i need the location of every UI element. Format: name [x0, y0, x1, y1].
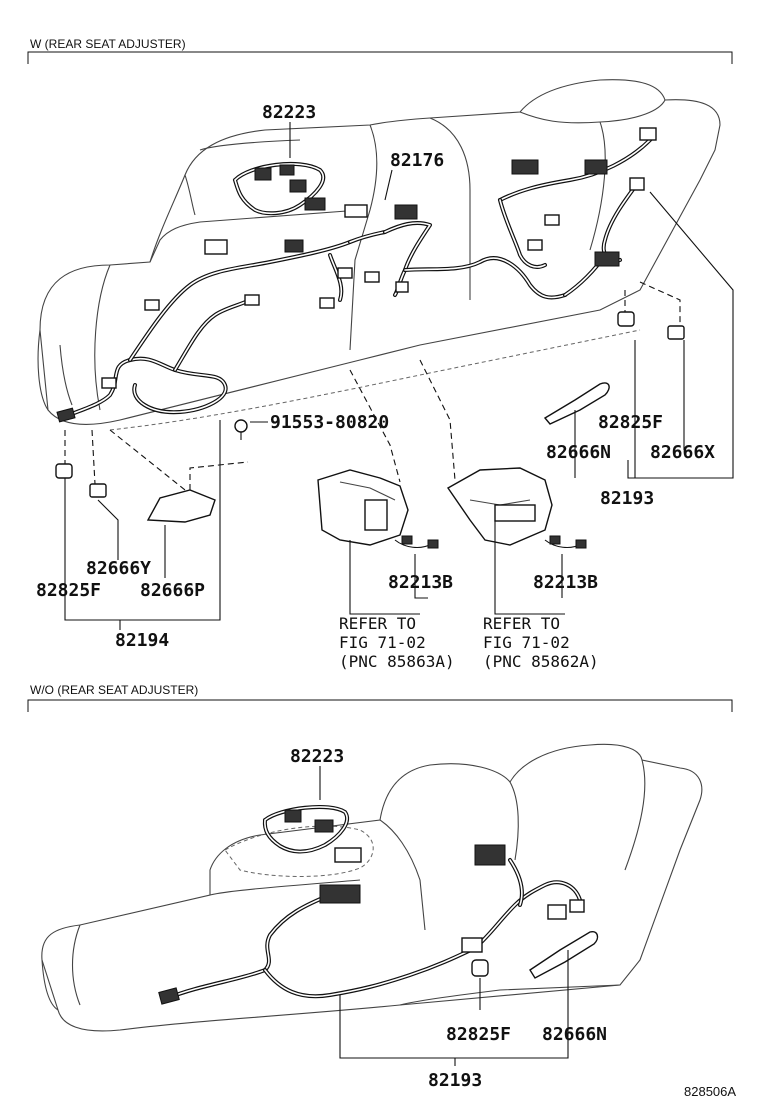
- wire-harness-82223: [233, 162, 368, 218]
- label-82213B-right: 82213B: [533, 572, 598, 593]
- section-bracket-lower: [27, 699, 733, 712]
- rear-seat-outline: [37, 79, 721, 431]
- part-labels-lower: 82223 82825F 82666N 82193: [290, 746, 607, 1091]
- section-title-without-adjuster: W/O (REAR SEAT ADJUSTER): [30, 683, 198, 697]
- refer-right-line2: FIG 71-02: [483, 633, 570, 652]
- label-82193-upper: 82193: [600, 488, 654, 509]
- section-with-adjuster: W (REAR SEAT ADJUSTER): [27, 37, 734, 671]
- part-labels-upper: 82223 82176 91553-80820 82825F 82666N 82…: [36, 102, 715, 671]
- wire-harness-82223-lower: [262, 805, 362, 863]
- label-82825F-right: 82825F: [598, 412, 663, 433]
- refer-right-line1: REFER TO: [483, 614, 560, 633]
- section-title-with-adjuster: W (REAR SEAT ADJUSTER): [30, 37, 186, 51]
- wire-harness-82176: [364, 204, 567, 300]
- label-82825F-left: 82825F: [36, 580, 101, 601]
- leader-lines-lower: [319, 766, 569, 1066]
- wire-harness-82193: [498, 127, 657, 297]
- label-91553-80820: 91553-80820: [270, 412, 389, 433]
- refer-left-line3: (PNC 85863A): [339, 652, 455, 671]
- rear-seat-outline-lower: [41, 743, 703, 1032]
- label-82194: 82194: [115, 630, 169, 651]
- refer-left-line2: FIG 71-02: [339, 633, 426, 652]
- figure-id: 828506A: [684, 1084, 736, 1099]
- label-82176: 82176: [390, 150, 444, 171]
- refer-left-line1: REFER TO: [339, 614, 416, 633]
- label-82825F-lower: 82825F: [446, 1024, 511, 1045]
- seat-adjuster-motor-left: [317, 469, 439, 549]
- label-82223: 82223: [262, 102, 316, 123]
- label-82193-lower: 82193: [428, 1070, 482, 1091]
- label-82666N: 82666N: [546, 442, 611, 463]
- label-82666N-lower: 82666N: [542, 1024, 607, 1045]
- label-82213B-left: 82213B: [388, 572, 453, 593]
- clip-parts: [55, 311, 685, 523]
- seat-adjuster-motor-right: [446, 467, 587, 549]
- label-82666Y: 82666Y: [86, 558, 151, 579]
- label-82666X: 82666X: [650, 442, 715, 463]
- label-82223-lower: 82223: [290, 746, 344, 767]
- refer-right-line3: (PNC 85862A): [483, 652, 599, 671]
- label-82666P: 82666P: [140, 580, 205, 601]
- section-bracket: [27, 51, 733, 64]
- wire-harness-82193-lower: [158, 844, 599, 1005]
- leader-lines-upper: [64, 122, 734, 630]
- wire-harness-82194: [56, 230, 387, 423]
- section-without-adjuster: W/O (REAR SEAT ADJUSTER): [27, 683, 736, 1099]
